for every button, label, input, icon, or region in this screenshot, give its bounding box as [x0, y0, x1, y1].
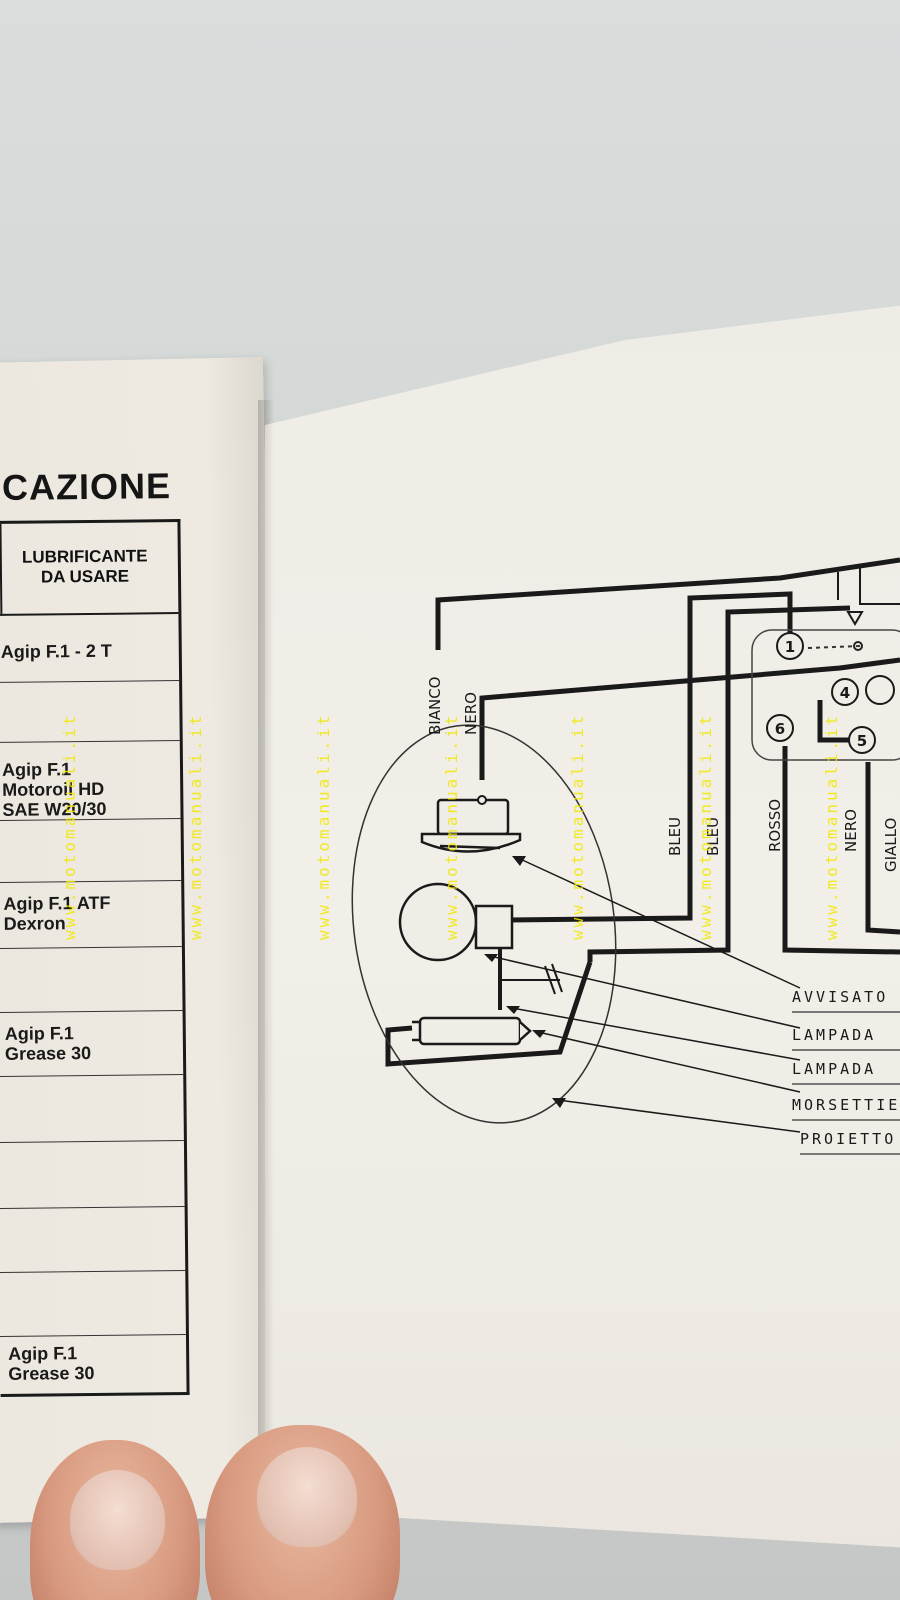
leader-lines	[489, 857, 801, 1133]
wire-label-nero-2: NERO	[842, 809, 860, 852]
wire-label-bleu-1: BLEU	[666, 817, 684, 856]
legend-avvisatore: AVVISATO	[792, 988, 888, 1006]
watermark-text: www.motomanuali.it	[696, 712, 715, 940]
finger-left	[30, 1440, 200, 1600]
wire-nero	[479, 657, 900, 780]
terminal-label-5: 5	[857, 732, 867, 750]
legend-morsettiera: MORSETTIE	[792, 1096, 900, 1114]
wire-bleu-2	[587, 605, 851, 962]
wire-rosso	[782, 746, 900, 955]
legend-proiettore: PROIETTO	[800, 1130, 896, 1148]
wire-label-bianco: BIANCO	[426, 677, 444, 735]
wire-label-rosso: ROSSO	[766, 799, 784, 852]
fingernail	[70, 1470, 165, 1570]
watermark-text: www.motomanuali.it	[568, 712, 587, 940]
legend-lampada-2: LAMPADA	[792, 1060, 876, 1078]
wire-bianco	[435, 557, 900, 650]
headlight-housing-outline	[351, 724, 617, 1124]
wire-label-giallo: GIALLO	[882, 818, 900, 872]
watermark-text: www.motomanuali.it	[442, 712, 461, 940]
wire-giallo	[865, 762, 900, 935]
terminal-1	[776, 632, 804, 660]
wire-ground	[385, 961, 593, 1067]
terminal-label-1: 1	[785, 638, 795, 656]
watermark-text: www.motomanuali.it	[60, 712, 79, 940]
junction-box-outline	[751, 629, 900, 761]
terminal-5	[848, 726, 876, 754]
festoon-lamp	[412, 1016, 532, 1046]
terminal-label-6: 6	[775, 720, 785, 738]
lamp	[398, 882, 514, 962]
wire-bleu-1	[507, 591, 793, 923]
book-gutter	[258, 400, 274, 1520]
watermark-text: www.motomanuali.it	[822, 712, 841, 940]
terminal-label-4: 4	[840, 684, 850, 702]
right-page	[265, 300, 900, 1550]
terminal-6	[766, 714, 794, 742]
watermark-text: www.motomanuali.it	[314, 712, 333, 940]
fingernail	[257, 1447, 357, 1547]
wire-label-nero-1: NERO	[462, 692, 480, 735]
legend-lampada-1: LAMPADA	[792, 1026, 876, 1044]
wire-jumper	[817, 700, 860, 743]
wire-label-bleu-2: BLEU	[704, 817, 722, 856]
horn	[420, 798, 522, 853]
finger-right	[205, 1425, 400, 1600]
watermark-text: www.motomanuali.it	[186, 712, 205, 940]
terminal-4	[831, 678, 859, 706]
